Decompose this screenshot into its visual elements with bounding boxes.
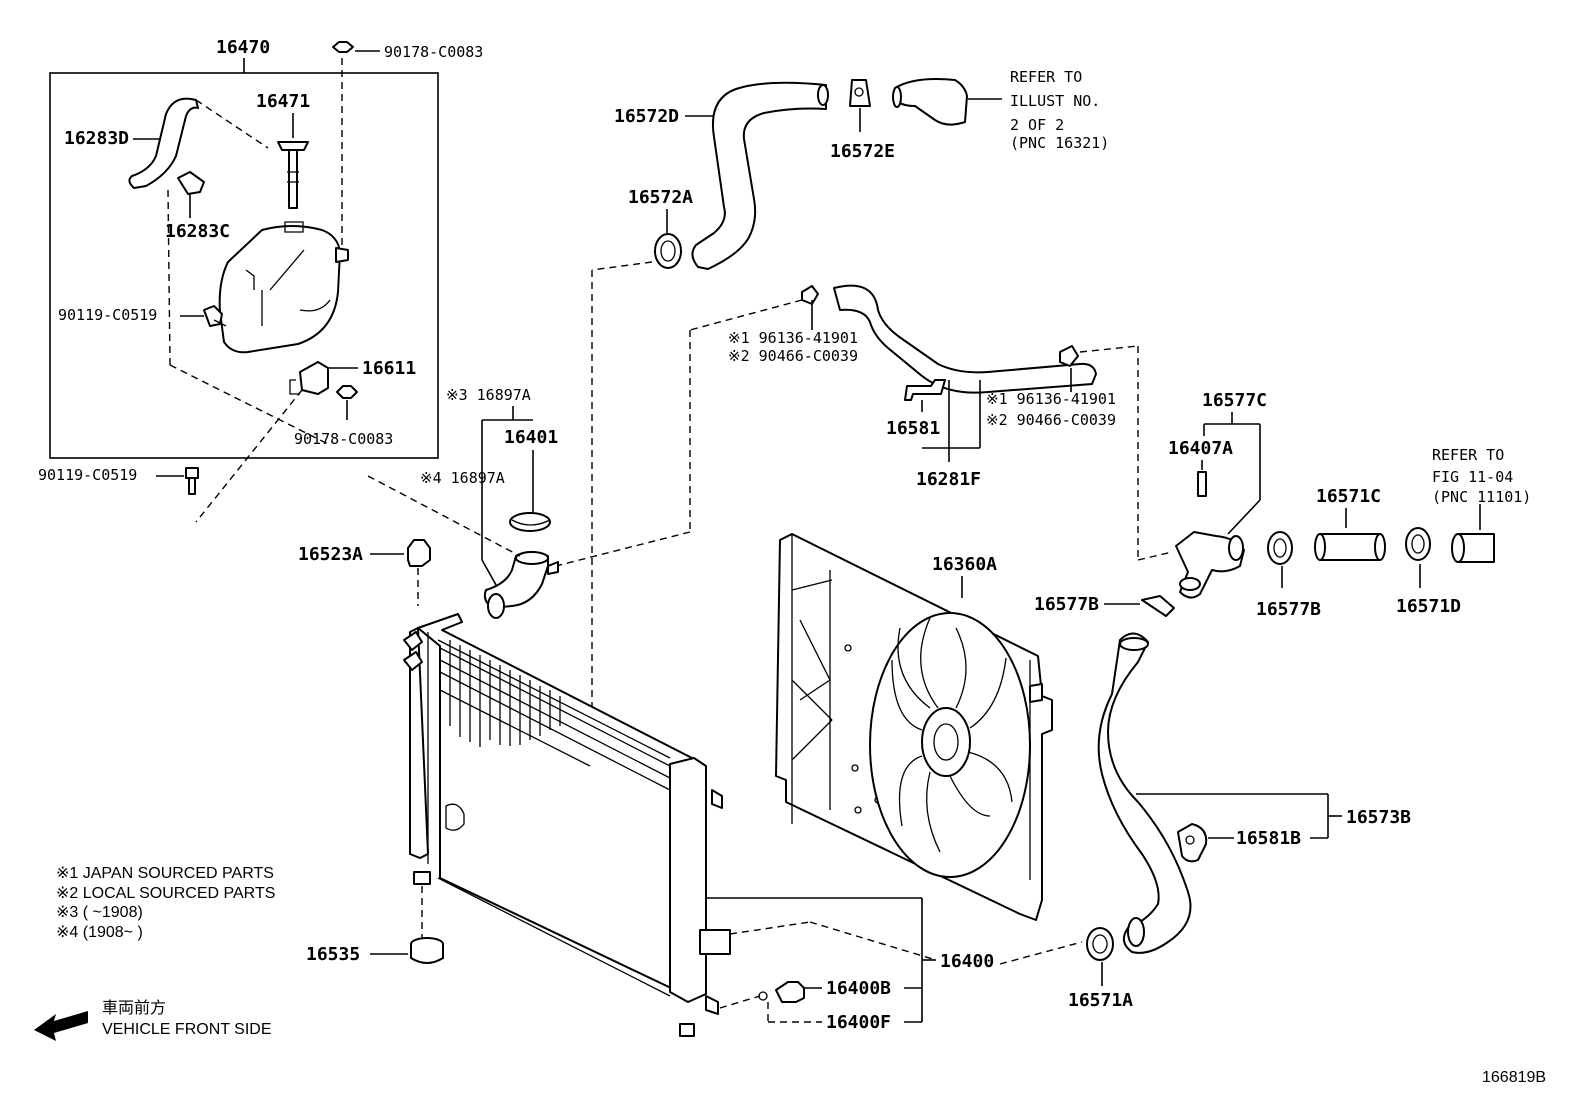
overflow-hose-part: [128, 97, 199, 189]
label-16471: 16471: [256, 91, 310, 112]
hose-clamp-e-part: [849, 79, 871, 107]
nut-inner-part: [336, 385, 358, 399]
label-16400F: 16400F: [826, 1012, 891, 1033]
clamp-a-part: [1086, 927, 1114, 961]
small-clamp-right-part: [1059, 345, 1079, 367]
bolt-part: [203, 305, 227, 327]
radiator-cap-part: [509, 512, 551, 532]
radiator-part: [403, 613, 731, 1037]
label-16572E: 16572E: [830, 141, 895, 162]
refer-2-line2: FIG 11-04: [1432, 468, 1513, 486]
clip-b-part: [1141, 595, 1175, 617]
radiator-filler-part: [483, 551, 559, 619]
label-90178-top: 90178-C0083: [384, 43, 483, 61]
clamp-b-part: [1267, 531, 1293, 565]
bolt-outer-part: [185, 467, 199, 495]
refer-2-line1: REFER TO: [1432, 446, 1504, 464]
label-16611: 16611: [362, 358, 416, 379]
label-16573B: 16573B: [1346, 807, 1411, 828]
label-16523A: 16523A: [298, 544, 363, 565]
label-16897A-3: ※3 16897A: [446, 386, 531, 404]
label-16400: 16400: [940, 951, 994, 972]
upper-cushion-part: [407, 539, 431, 567]
hose-clamp-a-part: [654, 233, 682, 269]
label-90178-inner: 90178-C0083: [294, 430, 393, 448]
front-direction-arrow-icon: [34, 1011, 88, 1041]
label-16360A: 16360A: [932, 554, 997, 575]
drain-cock-part: [758, 981, 805, 1003]
label-16577B-a: 16577B: [1034, 594, 1099, 615]
label-16572D: 16572D: [614, 106, 679, 127]
note-1: ※1 JAPAN SOURCED PARTS: [56, 865, 274, 882]
nut-part: [332, 41, 354, 53]
label-16283D: 16283D: [64, 128, 129, 149]
label-16470: 16470: [216, 37, 270, 58]
refer-1-line1: REFER TO: [1010, 68, 1082, 86]
label-16577B-b: 16577B: [1256, 599, 1321, 620]
hose-bracket-b-part: [1177, 823, 1208, 863]
lower-radiator-hose-part: [1097, 632, 1192, 954]
label-90466-a: ※2 90466-C0039: [728, 347, 858, 365]
label-16401: 16401: [504, 427, 558, 448]
label-16571A: 16571A: [1068, 990, 1133, 1011]
note-4: ※4 (1908~ ): [56, 924, 143, 941]
direction-jp: 車両前方: [102, 999, 166, 1017]
reservoir-tank-part: [218, 221, 349, 354]
bypass-hose-part: [833, 284, 1097, 394]
radiator-core-grid: [439, 640, 671, 791]
upper-radiator-hose-part: [691, 81, 829, 270]
label-90466-b: ※2 90466-C0039: [986, 411, 1116, 429]
reservoir-cap-part: [277, 141, 309, 209]
label-16897A-4: ※4 16897A: [420, 469, 505, 487]
note-3: ※3 ( ~1908): [56, 904, 143, 921]
label-16535: 16535: [306, 944, 360, 965]
water-outlet-part: [892, 78, 968, 126]
label-16572A: 16572A: [628, 187, 693, 208]
label-96136-a: ※1 96136-41901: [728, 329, 858, 347]
notes-block: ※1 JAPAN SOURCED PARTS ※2 LOCAL SOURCED …: [56, 865, 275, 941]
pipe-part: [1451, 533, 1495, 563]
label-16581: 16581: [886, 418, 940, 439]
small-clamp-left-part: [801, 285, 819, 305]
refer-1-line4: (PNC 16321): [1010, 134, 1109, 152]
label-96136-b: ※1 96136-41901: [986, 390, 1116, 408]
label-16281F: 16281F: [916, 469, 981, 490]
refer-1-line3: 2 OF 2: [1010, 116, 1064, 134]
hose-c-part: [1314, 533, 1386, 561]
clamp-d-part: [1405, 527, 1431, 561]
hose-clip-part: [177, 171, 205, 195]
label-16581B: 16581B: [1236, 828, 1301, 849]
direction-en: VEHICLE FRONT SIDE: [102, 1021, 272, 1038]
note-2: ※2 LOCAL SOURCED PARTS: [56, 885, 275, 902]
water-inlet-part: [1175, 531, 1245, 599]
label-16283C: 16283C: [165, 221, 230, 242]
refer-2-line3: (PNC 11101): [1432, 488, 1531, 506]
fan-part: [869, 612, 1031, 878]
diagram-id: 166819B: [1482, 1069, 1546, 1086]
sensor-part: [1197, 471, 1207, 497]
label-16571C: 16571C: [1316, 486, 1381, 507]
refer-1-line2: ILLUST NO.: [1010, 92, 1100, 110]
hose-bracket-part: [904, 379, 946, 401]
lower-cushion-part: [410, 937, 444, 964]
label-16571D: 16571D: [1396, 596, 1461, 617]
label-16407A: 16407A: [1168, 438, 1233, 459]
label-90119-inner: 90119-C0519: [58, 306, 157, 324]
label-16577C: 16577C: [1202, 390, 1267, 411]
label-90119-outer: 90119-C0519: [38, 466, 137, 484]
label-16400B: 16400B: [826, 978, 891, 999]
bracket-part: [289, 361, 329, 395]
